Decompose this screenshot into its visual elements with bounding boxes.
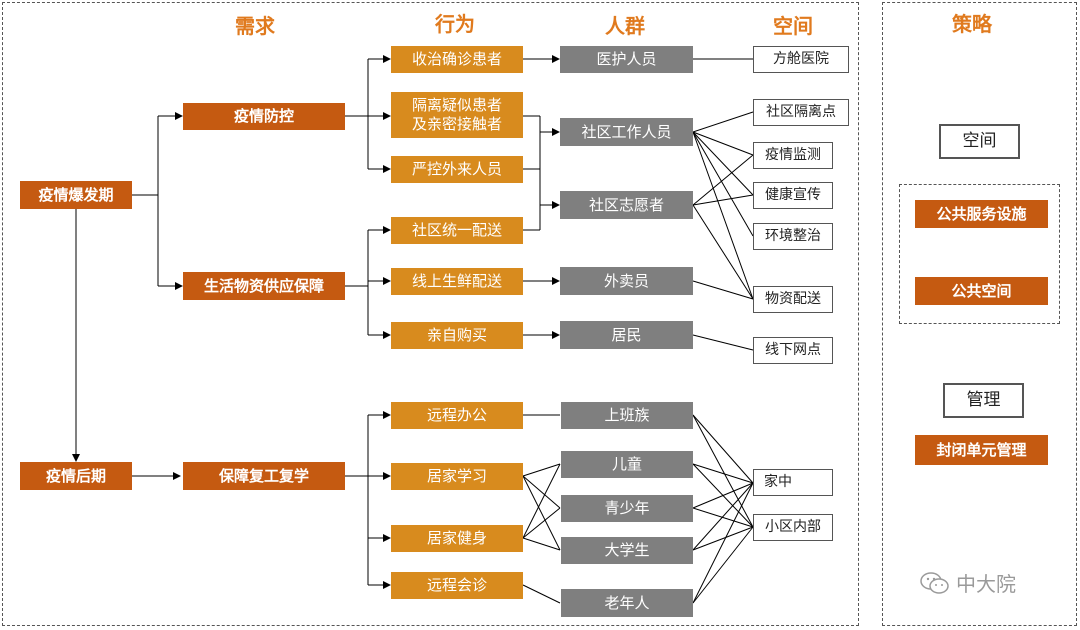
people-children: 儿童 — [561, 451, 693, 478]
people-volunteer: 社区志愿者 — [560, 191, 693, 219]
need-control: 疫情防控 — [183, 103, 345, 130]
strategy-public-facilities: 公共服务设施 — [915, 200, 1048, 228]
behavior-treat: 收治确诊患者 — [391, 46, 523, 73]
space-environment: 环境整治 — [753, 223, 833, 250]
strategy-management: 管理 — [943, 383, 1024, 418]
header-need: 需求 — [235, 14, 275, 38]
behavior-remote-consult: 远程会诊 — [391, 572, 523, 599]
header-people: 人群 — [605, 14, 645, 38]
watermark-text: 中大院 — [956, 572, 1016, 596]
behavior-home-fitness: 居家健身 — [391, 525, 523, 552]
people-teen: 青少年 — [561, 495, 693, 522]
strategy-space: 空间 — [939, 124, 1020, 159]
behavior-restrict: 严控外来人员 — [391, 156, 523, 183]
people-community-worker: 社区工作人员 — [560, 118, 693, 146]
behavior-online-fresh: 线上生鲜配送 — [391, 268, 523, 295]
strategy-closed-management: 封闭单元管理 — [915, 435, 1048, 465]
space-offline: 线下网点 — [753, 337, 833, 364]
phase-later: 疫情后期 — [20, 462, 132, 490]
people-office-worker: 上班族 — [561, 402, 693, 429]
behavior-self-buy: 亲自购买 — [391, 322, 523, 349]
need-resume: 保障复工复学 — [183, 462, 345, 490]
space-compound: 小区内部 — [753, 514, 833, 541]
space-monitoring: 疫情监测 — [753, 142, 833, 169]
behavior-isolate-line1: 隔离疑似患者 — [411, 96, 502, 114]
people-college: 大学生 — [561, 537, 693, 564]
space-supplies: 物资配送 — [753, 286, 833, 313]
people-medical: 医护人员 — [560, 46, 693, 73]
wechat-icon — [920, 571, 949, 594]
header-behavior: 行为 — [435, 12, 475, 36]
behavior-home-study: 居家学习 — [391, 463, 523, 490]
watermark: 中大院 — [920, 568, 1016, 597]
behavior-remote-work: 远程办公 — [391, 402, 523, 429]
behavior-community-delivery: 社区统一配送 — [391, 217, 523, 244]
phase-outbreak: 疫情爆发期 — [20, 181, 132, 209]
header-space: 空间 — [773, 14, 813, 38]
people-elderly: 老年人 — [561, 589, 693, 617]
strategy-space-group — [899, 184, 1060, 324]
people-resident: 居民 — [560, 321, 693, 349]
header-strategy: 策略 — [952, 12, 992, 36]
main-frame — [2, 2, 859, 626]
space-health-promo: 健康宣传 — [753, 182, 833, 209]
space-isolation-point: 社区隔离点 — [753, 99, 849, 126]
behavior-isolate: 隔离疑似患者 及亲密接触者 — [391, 92, 523, 138]
space-fangcang: 方舱医院 — [753, 46, 849, 73]
strategy-frame — [882, 2, 1077, 626]
behavior-isolate-line2: 及亲密接触者 — [411, 115, 502, 133]
people-courier: 外卖员 — [560, 267, 693, 295]
strategy-public-space: 公共空间 — [915, 277, 1048, 305]
need-supply: 生活物资供应保障 — [183, 272, 345, 300]
space-home: 家中 — [753, 469, 833, 496]
